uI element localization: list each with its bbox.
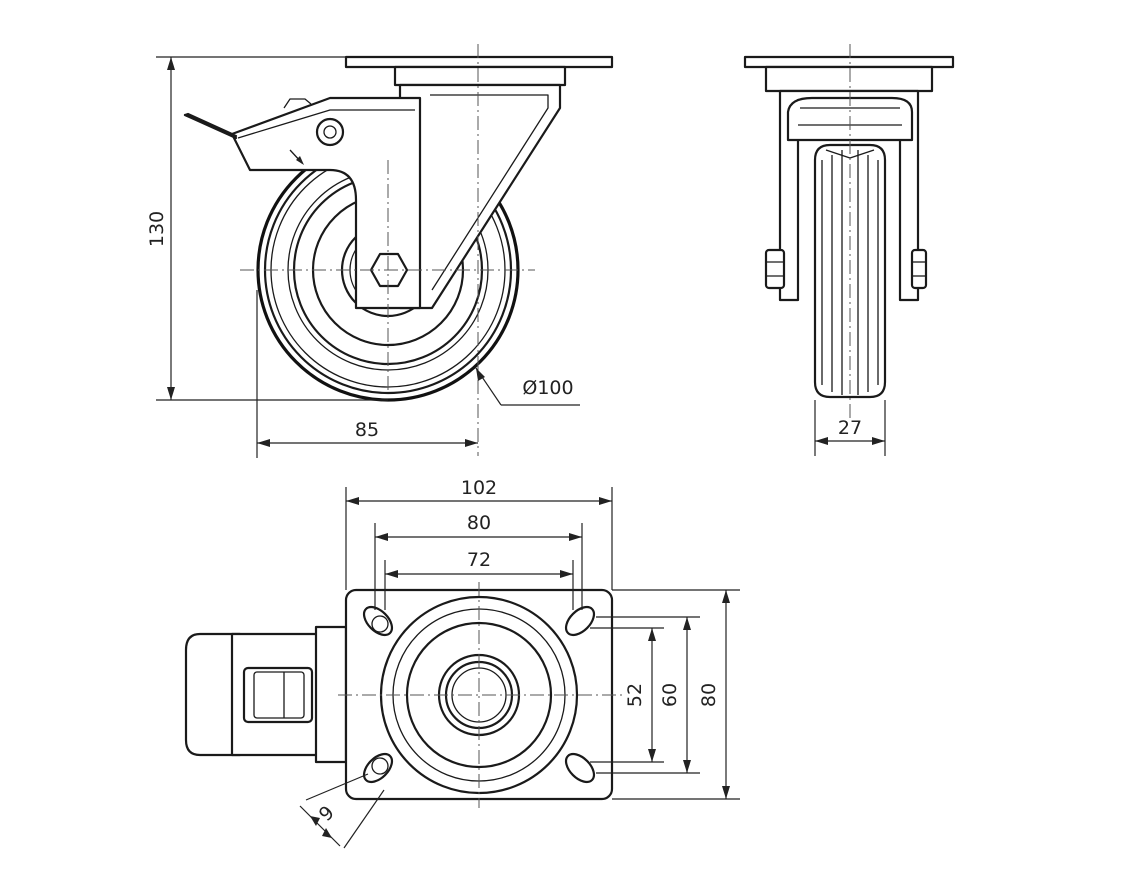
front-view-nut-left	[764, 248, 786, 290]
dim-plate-height: 80	[698, 683, 720, 707]
top-view: 102 80 72 52 60 80	[184, 477, 740, 849]
side-view-brake-housing	[230, 96, 422, 310]
front-view: 27	[743, 44, 955, 456]
dim-hole-vertical-inner: 52	[624, 683, 646, 707]
dim-hole-spacing-outer: 80	[467, 512, 491, 534]
top-view-bolt-slots	[362, 605, 596, 784]
dim-offset-85: 85	[355, 419, 379, 441]
side-view-fork	[398, 83, 562, 310]
dim-wheel-width: 27	[838, 417, 862, 439]
front-view-top-plate	[743, 55, 955, 69]
side-view-top-plate	[344, 55, 614, 69]
side-view-swivel-ring	[393, 65, 567, 87]
dim-wheel-diameter: Ø100	[522, 377, 573, 399]
dim-hole-spacing-inner: 72	[467, 549, 491, 571]
top-view-brake-pedal	[184, 632, 242, 757]
dim-height-130: 130	[146, 211, 168, 247]
side-view: 130 85 Ø100	[146, 44, 614, 458]
dim-hole-vertical-mid: 60	[659, 683, 681, 707]
dim-plate-width: 102	[461, 477, 497, 499]
top-view-brake-lock	[242, 666, 314, 724]
side-view-brake-pivot	[315, 117, 345, 147]
dim-slot-size: 9	[315, 802, 339, 826]
front-view-nut-right	[910, 248, 928, 290]
